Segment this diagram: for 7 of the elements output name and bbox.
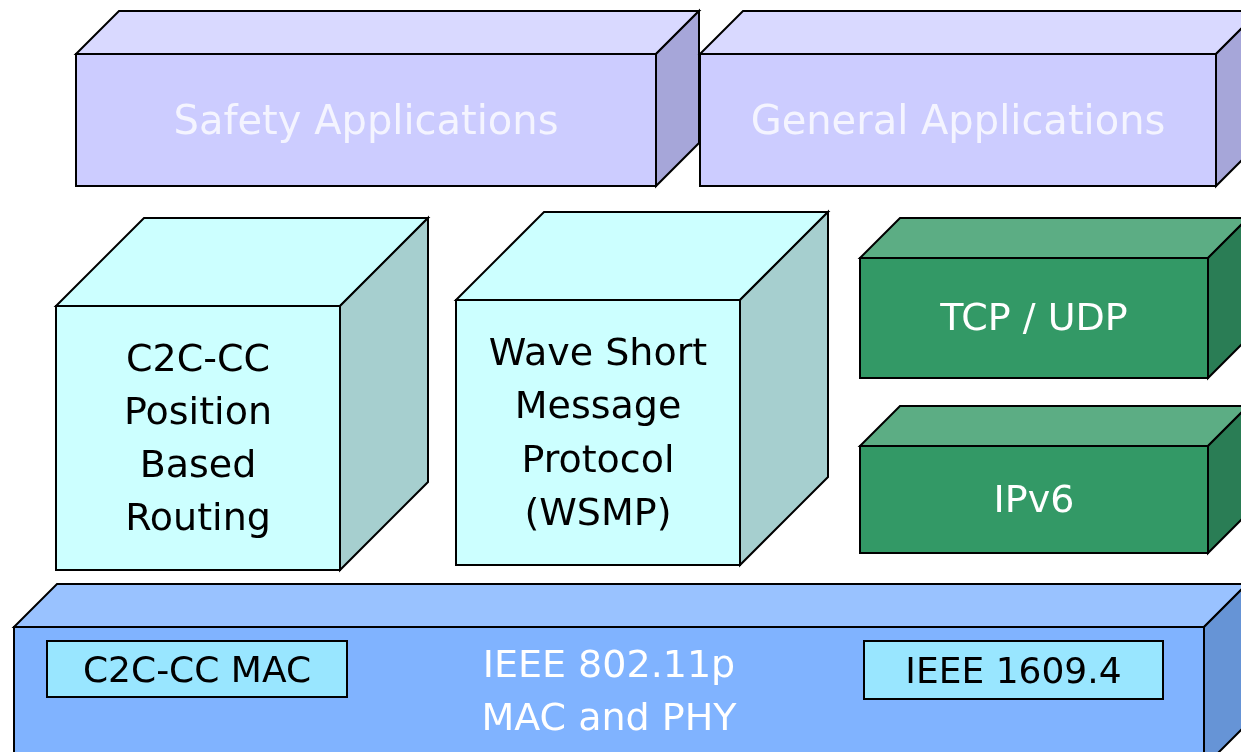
sublayer-box: C2C-CC MAC [46, 640, 348, 698]
layer-label: Wave Short Message Protocol (WSMP) [487, 329, 709, 536]
sublayer-box: IEEE 1609.4 [863, 640, 1164, 700]
layer-label: C2C-CC Position Based Routing [123, 334, 273, 542]
layer-label: TCP / UDP [940, 294, 1128, 342]
layer-label: IPv6 [993, 475, 1075, 523]
layer-label: IEEE 802.11p MAC and PHY [480, 640, 738, 741]
